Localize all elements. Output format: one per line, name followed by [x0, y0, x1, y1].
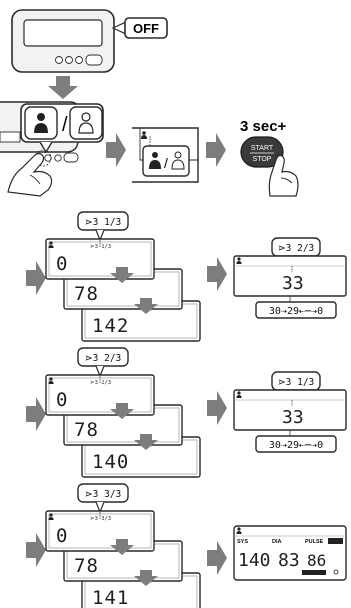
person-icon: [34, 113, 48, 133]
device-button-2[interactable]: [65, 56, 73, 64]
sys-label: SYS: [237, 539, 248, 545]
arrow-down: [134, 298, 158, 314]
memory-sequence: ⋗3 1/3 142 78 0 ⋗3 1/3: [26, 211, 201, 342]
person-icon: [141, 131, 147, 139]
dia-value: 83: [278, 550, 300, 571]
arrow-down: [110, 403, 134, 419]
arrow-right: [206, 133, 226, 167]
off-callout: [124, 17, 168, 39]
lcd-value: 140: [92, 451, 129, 473]
memory-callout-text: ⋗3 2/3: [85, 353, 122, 364]
person-icon: [236, 257, 242, 264]
arrow-down: [48, 76, 78, 99]
person-outline-icon: [78, 112, 94, 134]
lcd-value: 0: [56, 253, 68, 275]
person-icon: [236, 391, 242, 398]
countdown-strip: [255, 435, 337, 453]
person-icon: [48, 377, 54, 384]
pulse-label: PULSE: [305, 539, 324, 545]
arrow-right: [26, 533, 46, 567]
result-callout-text: ⋗3 1/3: [278, 377, 315, 388]
lcd-memory-indicator: ⋗3 2/3: [90, 380, 111, 386]
person-icon: [48, 513, 54, 520]
person-outline-icon: [171, 151, 185, 170]
lcd-value: 33: [282, 273, 304, 294]
sys-value: 140: [238, 550, 271, 571]
countdown-text: 30⇢29⇠⋯⇢0: [269, 306, 323, 317]
lcd-value: 78: [74, 419, 99, 441]
person-icon: [236, 527, 242, 534]
arrow-right: [26, 261, 46, 295]
pressing-hand-icon: [7, 152, 53, 197]
dia-label: DIA: [272, 539, 282, 545]
user-slash: /: [62, 114, 68, 136]
step2-display: /: [132, 127, 199, 183]
countdown-strip: [255, 301, 337, 319]
result-panel: ⋗3 1/3 33 30⇢29⇠⋯⇢0: [207, 371, 347, 453]
lcd-value: 0: [56, 525, 68, 547]
lcd-value: 78: [74, 555, 99, 577]
arrow-down: [134, 434, 158, 450]
lcd-value: 142: [92, 315, 129, 337]
lcd-value: 78: [74, 283, 99, 305]
arrow-right: [207, 541, 227, 575]
device-screen: [23, 19, 103, 47]
pulse-value: 86: [307, 551, 326, 570]
device-start-stop-button[interactable]: [85, 54, 103, 66]
final-lcd-screen: [233, 525, 347, 581]
arrow-down: [134, 570, 158, 586]
hold-time-label: 3 sec+: [240, 118, 287, 135]
stop-label: STOP: [253, 156, 272, 163]
step3-hold-button: 3 sec+ START STOP: [240, 118, 299, 197]
lcd-value: 33: [282, 407, 304, 428]
memory-sequence: ⋗3 3/3 141 78 0 ⋗3 3/3: [26, 483, 201, 608]
countdown-text: 30⇢29⇠⋯⇢0: [269, 440, 323, 451]
pressing-hand-icon: [268, 154, 299, 197]
result-panel: ⋗3 2/3 33 30⇢29⇠⋯⇢0: [207, 237, 347, 319]
device-button-1[interactable]: [55, 56, 63, 64]
start-label: START: [251, 145, 274, 152]
memory-rows: ⋗3 1/3 142 78 0 ⋗3 1/3 ⋗3 2/3 140 78 0 ⋗3 2/3 ⋗3 3…: [26, 211, 201, 608]
person-icon: [48, 241, 54, 248]
lcd-memory-indicator: ⋗3 1/3: [90, 244, 111, 250]
lcd-memory-indicator: ⋗3 3/3: [90, 516, 111, 522]
lcd-value: 0: [56, 389, 68, 411]
step2-user-select: /: [0, 101, 104, 197]
user-slash: /: [164, 155, 168, 171]
off-label: OFF: [133, 21, 159, 36]
arrow-down: [110, 267, 134, 283]
person-icon: [149, 152, 161, 169]
arrow-right: [26, 397, 46, 431]
memory-callout-text: ⋗3 3/3: [85, 489, 122, 500]
arrow-down: [110, 539, 134, 555]
device-button-3[interactable]: [75, 56, 83, 64]
memory-callout-text: ⋗3 1/3: [85, 217, 122, 228]
arrow-right: [106, 133, 126, 167]
arrow-right: [207, 257, 227, 291]
lcd-value: 141: [92, 587, 129, 608]
memory-sequence: ⋗3 2/3 140 78 0 ⋗3 2/3: [26, 347, 201, 478]
result-panel: SYS DIA PULSE 140 83 86: [207, 525, 347, 581]
result-callout-text: ⋗3 2/3: [278, 243, 315, 254]
start-stop-button[interactable]: [240, 136, 284, 168]
arrow-right: [207, 391, 227, 425]
step1-device: OFF: [11, 9, 168, 73]
